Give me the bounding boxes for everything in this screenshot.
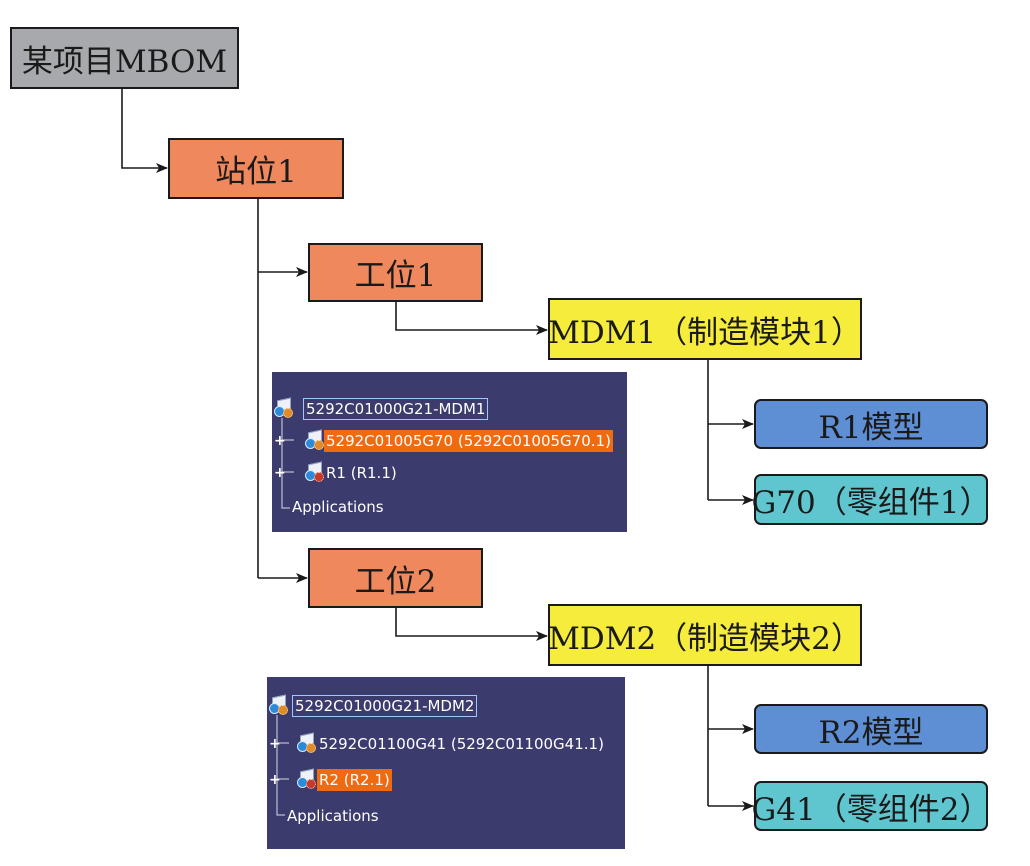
tree-child-resource-label[interactable]: R2 (R2.1) (317, 769, 392, 791)
tree-lines (276, 715, 289, 816)
node-root-mbom: 某项目MBOM (10, 27, 239, 89)
tree-root-label[interactable]: 5292C01000G21-MDM1 (303, 398, 489, 420)
mdm-node-icon (269, 694, 288, 715)
node-work2: 工位2 (308, 548, 483, 608)
tree-child-part-label[interactable]: 5292C01005G70 (5292C01005G70.1) (324, 430, 613, 452)
tree-child-part-label[interactable]: 5292C01100G41 (5292C01100G41.1) (319, 735, 604, 753)
mdm-node-icon (274, 397, 293, 418)
edge-work1-mdm1 (395, 302, 548, 335)
expand-icon[interactable]: + (269, 736, 281, 752)
resource-node-icon (305, 461, 324, 482)
edge-root-station1 (121, 89, 168, 173)
expand-icon[interactable]: + (274, 465, 286, 481)
expand-icon[interactable]: + (269, 772, 281, 788)
resource-node-icon (297, 768, 316, 789)
node-mdm2: MDM2（制造模块2） (548, 604, 862, 666)
edge-work2-mdm2 (395, 608, 548, 641)
tree-child-resource-label[interactable]: R1 (R1.1) (326, 464, 397, 482)
tree-applications-label[interactable]: Applications (287, 807, 379, 825)
tree-screenshot-mdm1: 5292C01000G21-MDM1 + 5292C01005G70 (5292… (272, 372, 627, 532)
part-node-icon (305, 429, 324, 450)
tree-root-label[interactable]: 5292C01000G21-MDM2 (292, 695, 478, 717)
part-node-icon (297, 732, 316, 753)
node-r1-model: R1模型 (754, 399, 988, 449)
node-mdm1: MDM1（制造模块1） (548, 298, 862, 360)
expand-icon[interactable]: + (274, 433, 286, 449)
node-r2-model: R2模型 (754, 704, 988, 754)
tree-screenshot-mdm2: 5292C01000G21-MDM2 + 5292C01100G41 (5292… (267, 677, 625, 849)
tree-lines (281, 418, 294, 509)
tree-applications-label[interactable]: Applications (292, 498, 384, 516)
node-g70-part: G70（零组件1） (752, 474, 990, 525)
node-station1: 站位1 (168, 138, 344, 199)
node-g41-part: G41（零组件2） (752, 781, 990, 831)
node-work1: 工位1 (308, 243, 483, 302)
